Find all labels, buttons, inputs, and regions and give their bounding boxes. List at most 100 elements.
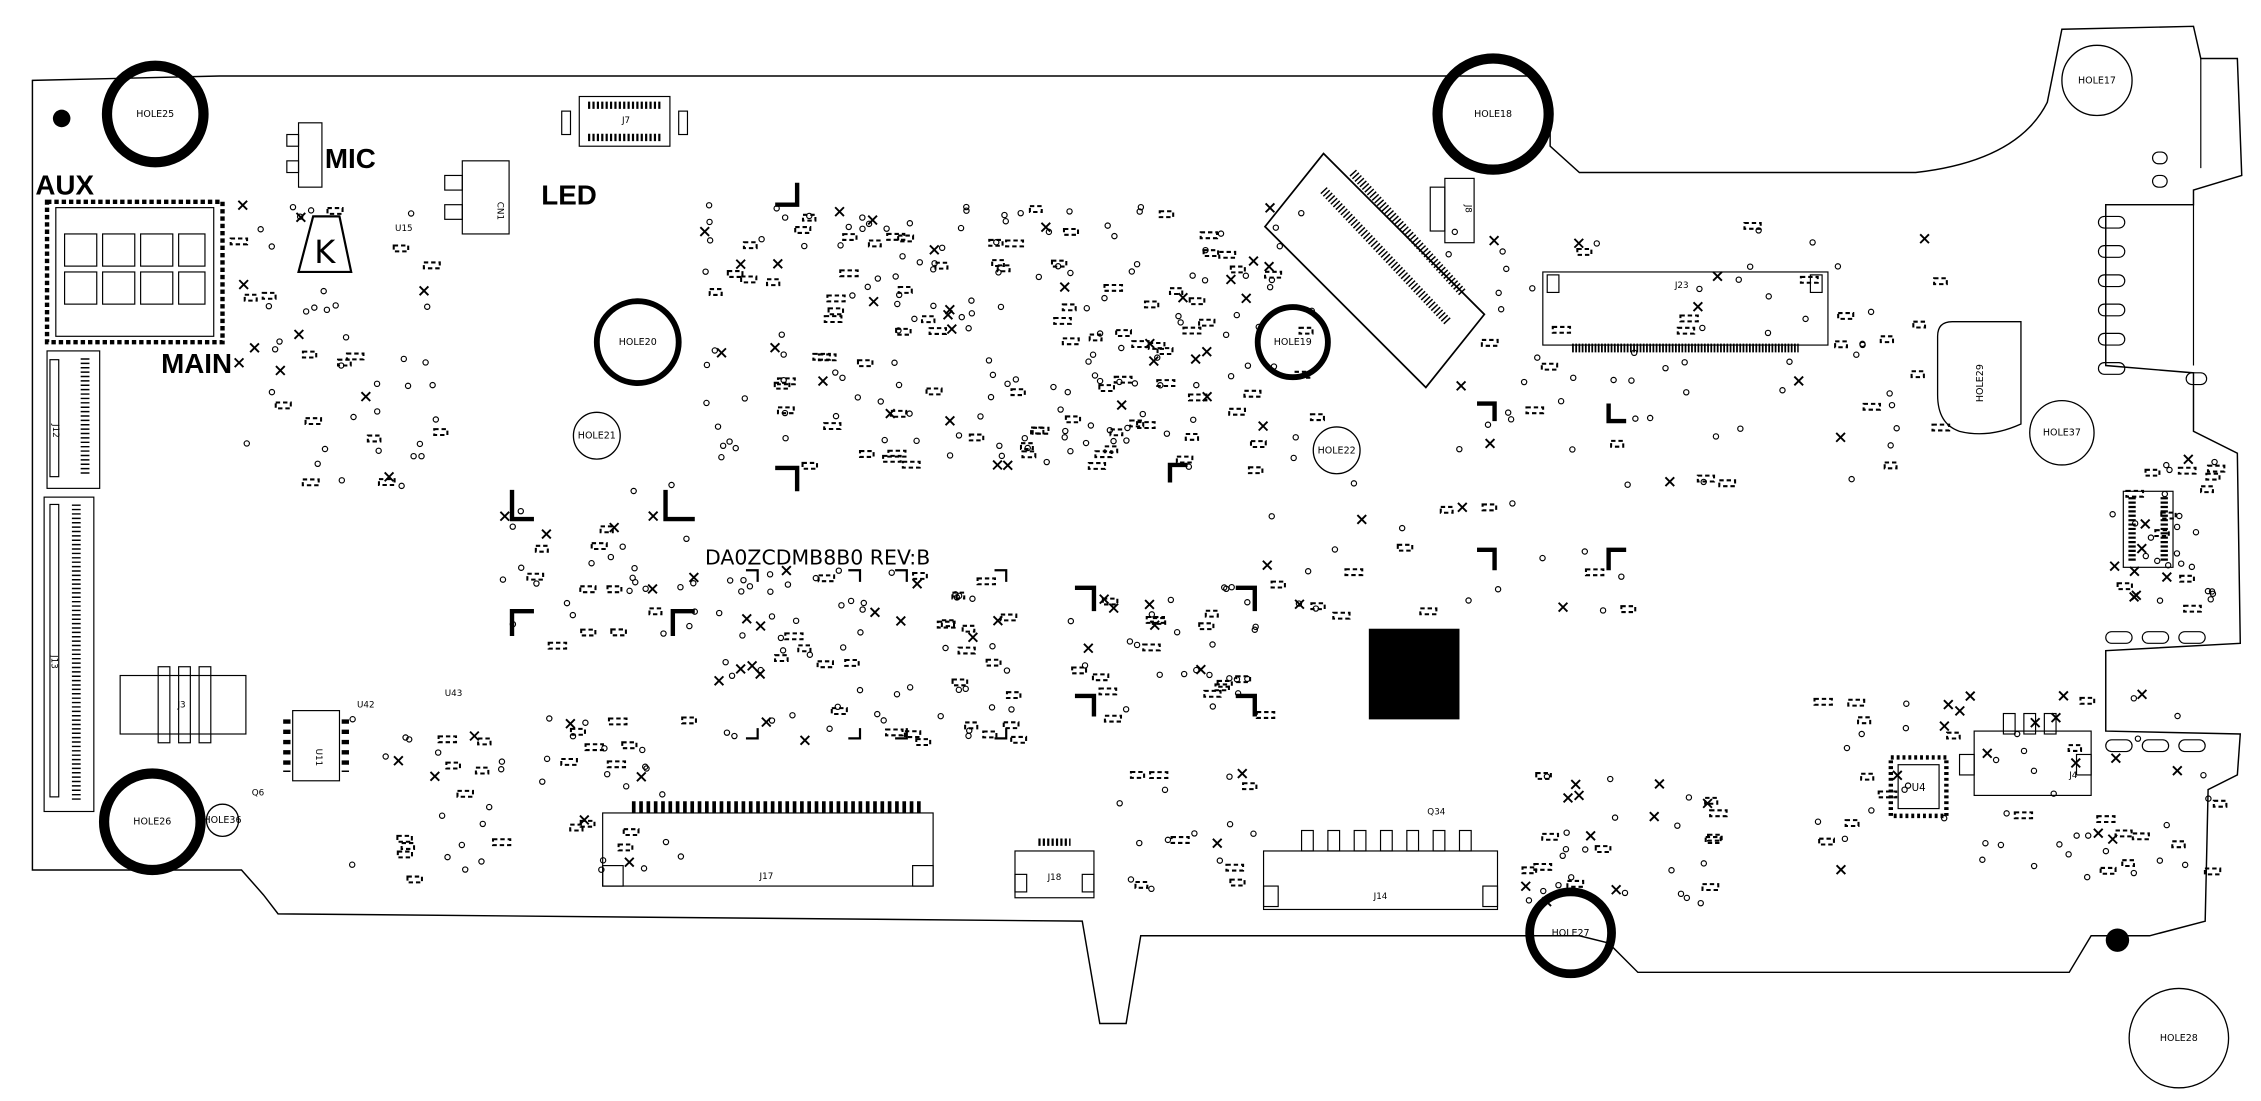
via — [677, 583, 684, 591]
smd-component — [776, 406, 795, 415]
smd-component — [844, 658, 860, 667]
hole-ring — [98, 768, 206, 876]
smd-component — [1857, 716, 1872, 725]
via — [1276, 243, 1284, 250]
via — [714, 423, 722, 430]
via — [746, 583, 754, 590]
smd-component — [1225, 863, 1245, 872]
transistor-mark — [755, 620, 766, 632]
hole-labels: HOLE25 HOLE18 HOLE17 HOLE20 HOLE19 HOLE2… — [133, 75, 2198, 1044]
smd-component — [1031, 426, 1050, 435]
via — [1017, 209, 1024, 217]
smd-component — [936, 620, 956, 629]
via — [1127, 876, 1135, 883]
smd-component — [2121, 859, 2135, 868]
via — [1940, 815, 1948, 822]
smd-component — [2096, 815, 2116, 824]
via — [1001, 211, 1008, 219]
smd-component — [610, 628, 627, 637]
via — [723, 729, 731, 736]
via — [509, 523, 516, 530]
smd-component — [1439, 505, 1454, 514]
via — [1630, 349, 1638, 357]
via — [958, 313, 965, 321]
via — [1567, 874, 1575, 881]
via — [2003, 810, 2010, 817]
smd-component — [1834, 340, 1848, 349]
chip-u11 — [283, 710, 349, 782]
smd-component — [999, 613, 1018, 622]
via — [997, 303, 1005, 311]
smd-component — [1701, 883, 1720, 892]
via — [1024, 444, 1031, 452]
via — [906, 410, 913, 417]
transistor-mark — [1982, 748, 1993, 759]
via — [1887, 442, 1894, 449]
hole-label: HOLE17 — [2078, 75, 2116, 86]
transistor-mark — [735, 259, 746, 270]
smd-component — [1156, 347, 1174, 356]
via — [1136, 208, 1143, 215]
via — [865, 220, 873, 228]
via — [373, 408, 381, 415]
smd-component — [2206, 464, 2226, 473]
smd-component — [1946, 731, 1961, 740]
diagonal-connector — [1263, 152, 1486, 389]
hole-ring — [593, 298, 682, 387]
via — [1888, 401, 1896, 409]
transistor-mark — [2136, 543, 2147, 554]
via — [1858, 730, 1865, 738]
black-chip — [1368, 628, 1460, 720]
via — [350, 413, 357, 421]
via — [429, 381, 436, 389]
via — [1497, 306, 1505, 313]
transistor-mark — [1148, 355, 1159, 367]
via — [1867, 308, 1875, 316]
smd-component — [897, 234, 915, 243]
smd-component — [2200, 485, 2214, 494]
via — [1712, 433, 1720, 440]
smd-component — [1156, 379, 1176, 388]
transistor-mark — [1654, 778, 1665, 790]
transistor-mark — [946, 324, 957, 335]
transistor-mark — [1144, 599, 1155, 610]
smd-component — [1010, 388, 1026, 397]
svg-text:U15: U15 — [395, 224, 413, 234]
smd-component — [422, 261, 441, 270]
via — [668, 481, 675, 489]
via — [2013, 730, 2021, 738]
transistor-mark — [1664, 476, 1675, 487]
via — [784, 581, 792, 588]
via — [639, 746, 646, 754]
transistor-mark — [1225, 274, 1236, 285]
via — [1226, 820, 1234, 828]
smd-component — [1010, 735, 1028, 744]
via — [781, 409, 789, 417]
via — [839, 644, 847, 651]
transistor-mark — [1262, 560, 1273, 571]
connector-j3 — [119, 666, 247, 744]
transistor-mark — [1557, 602, 1569, 613]
hole-label: HOLE21 — [578, 431, 616, 442]
via — [1064, 388, 1071, 396]
via — [296, 213, 304, 220]
smd-component — [2131, 832, 2150, 841]
via — [977, 413, 984, 420]
via — [563, 599, 571, 607]
via — [1067, 617, 1075, 625]
via — [1131, 380, 1139, 387]
via — [962, 685, 969, 693]
via — [1133, 260, 1141, 268]
via — [1304, 568, 1312, 575]
smd-component — [1419, 607, 1438, 616]
j17-label: J17 — [759, 872, 774, 882]
via — [1167, 596, 1175, 604]
smd-component — [1188, 297, 1206, 306]
smd-component — [1818, 837, 1835, 846]
via — [1677, 890, 1685, 898]
via — [859, 225, 866, 233]
via — [499, 576, 507, 583]
via — [965, 325, 972, 332]
via — [1308, 307, 1316, 315]
smd-component — [1540, 362, 1559, 371]
